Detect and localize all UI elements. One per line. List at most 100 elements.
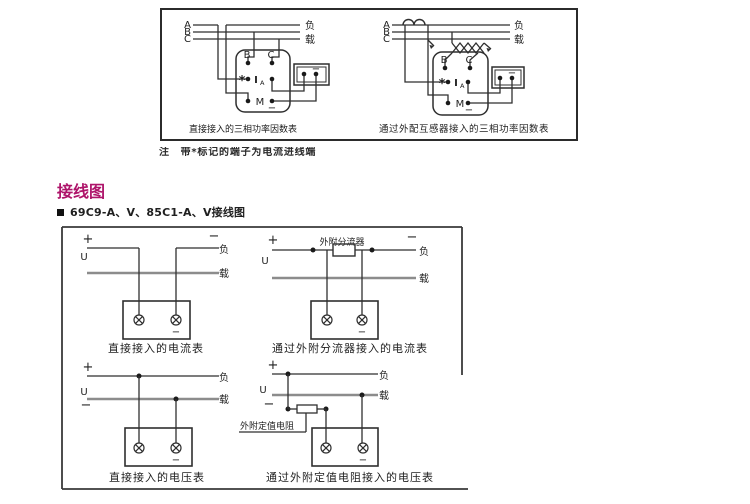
caption-voltmeter-resistor: 通过外附定值电阻接入的电压表 <box>266 470 434 484</box>
wire <box>427 25 449 103</box>
meter-body <box>432 51 489 116</box>
diagram-pf-transformer: A B C 负 载 <box>379 18 549 135</box>
phase-b-label: B <box>184 27 191 38</box>
shunt-label: 外附分流器 <box>319 236 364 248</box>
current-transformer-icon <box>402 18 426 26</box>
fixed-resistor <box>296 404 318 414</box>
wire <box>468 78 513 104</box>
wire <box>217 25 248 80</box>
minus-mark: − <box>268 103 276 114</box>
load-top-label: 负 <box>305 19 315 32</box>
current-coil-sub: A <box>260 79 265 87</box>
terminal-c-label: C <box>268 50 275 61</box>
m-terminal-label: M <box>256 97 265 108</box>
current-coil-label: I <box>254 75 258 86</box>
shunt-resistor <box>332 243 356 257</box>
section-heading: 接线图 <box>57 182 106 201</box>
caption-ammeter-direct: 直接接入的电流表 <box>108 341 204 355</box>
phase-a-label: A <box>184 20 191 31</box>
external-meter <box>293 63 330 86</box>
load-bottom-label: 载 <box>219 394 229 406</box>
terminal-b-label: B <box>441 55 448 66</box>
screw-terminal <box>133 442 182 454</box>
caption-voltmeter-direct: 直接接入的电压表 <box>109 470 205 484</box>
load-top-label: 负 <box>219 243 229 256</box>
plus-mark: + <box>268 358 279 373</box>
top-figure-border <box>160 8 578 141</box>
load-bottom-label: 载 <box>379 390 389 402</box>
external-meter-inner <box>296 66 327 83</box>
external-meter <box>491 66 525 89</box>
minus-mark: − <box>81 398 92 413</box>
meter-body <box>122 300 191 340</box>
bullet-square-icon <box>57 208 64 216</box>
bullet-label: 69C9-A、V、85C1-A、V接线图 <box>70 206 246 219</box>
meter-body <box>311 427 379 467</box>
minus-mark: − <box>465 105 473 116</box>
terminal-b-label: B <box>244 50 251 61</box>
screw-terminal <box>133 314 182 326</box>
wire <box>444 52 453 68</box>
minus-mark: − <box>508 68 516 79</box>
meter-body <box>124 427 193 467</box>
caption-ammeter-shunt: 通过外附分流器接入的电流表 <box>272 341 428 355</box>
minus-mark: − <box>407 230 418 245</box>
bottom-figure-border <box>61 226 468 490</box>
minus-mark: − <box>264 397 275 412</box>
top-figure: A B C 负 载 B C * I A <box>160 8 578 141</box>
voltage-transformer-icon <box>427 32 492 55</box>
minus-mark: − <box>312 64 320 75</box>
diagram-ammeter-shunt: + − 外附分流器 U 负 载 − 通过外附分流器接入的电流表 <box>261 230 429 355</box>
caption-clip <box>433 469 465 487</box>
diagram-voltmeter-resistor: + U − 负 载 外附定值电阻 − <box>239 358 465 487</box>
minus-mark: − <box>172 455 180 466</box>
bullet-line: 69C9-A、V、85C1-A、V接线图 <box>57 205 245 219</box>
load-top-label: 负 <box>514 19 524 32</box>
diagram-voltmeter-direct: + U − 负 载 − 直接接入的电压表 <box>80 360 229 484</box>
wire <box>247 32 255 63</box>
u-label: U <box>259 385 266 396</box>
load-bottom-label: 载 <box>514 34 524 46</box>
phase-c-label: C <box>184 34 191 45</box>
phase-a-label: A <box>383 20 390 31</box>
bottom-figure: + − U 负 载 − 直接接入的电流表 + − 外附分流器 U <box>61 226 468 490</box>
load-bottom-label: 载 <box>219 268 229 280</box>
screw-terminal <box>321 314 368 326</box>
wire <box>404 25 448 83</box>
plus-mark: + <box>268 233 279 248</box>
meter-body <box>235 49 291 113</box>
caption-pf-direct: 直接接入的三相功率因数表 <box>189 123 297 135</box>
u-label: U <box>261 256 268 267</box>
phase-c-label: C <box>383 34 390 45</box>
phase-b-label: B <box>383 27 390 38</box>
diagram-ammeter-direct: + − U 负 载 − 直接接入的电流表 <box>80 229 229 355</box>
load-bottom-label: 载 <box>419 273 429 285</box>
star-mark: * <box>439 77 446 92</box>
diagram-pf-direct: A B C 负 载 B C * I A <box>184 19 330 135</box>
screw-terminal <box>320 442 369 454</box>
u-label: U <box>80 252 87 263</box>
plus-mark: + <box>83 232 94 247</box>
load-top-label: 负 <box>379 369 389 382</box>
u-label: U <box>80 387 87 398</box>
load-top-label: 负 <box>419 245 429 258</box>
minus-mark: − <box>359 455 367 466</box>
m-terminal-label: M <box>456 99 465 110</box>
wire <box>225 25 249 101</box>
caption-pf-transformer: 通过外配互感器接入的三相功率因数表 <box>379 123 549 135</box>
meter-body <box>310 300 379 340</box>
external-meter-inner <box>494 69 522 86</box>
current-coil-label: I <box>454 78 458 89</box>
plus-mark: + <box>83 360 94 375</box>
wire <box>271 39 280 63</box>
load-top-label: 负 <box>219 371 229 384</box>
note-line: 注 带*标记的端子为电流进线端 <box>159 147 317 156</box>
wire <box>272 74 317 102</box>
minus-mark: − <box>209 229 220 244</box>
current-coil-sub: A <box>460 82 465 90</box>
minus-mark: − <box>358 327 366 338</box>
wire <box>469 52 479 68</box>
load-bottom-label: 载 <box>305 34 315 46</box>
minus-mark: − <box>172 327 180 338</box>
